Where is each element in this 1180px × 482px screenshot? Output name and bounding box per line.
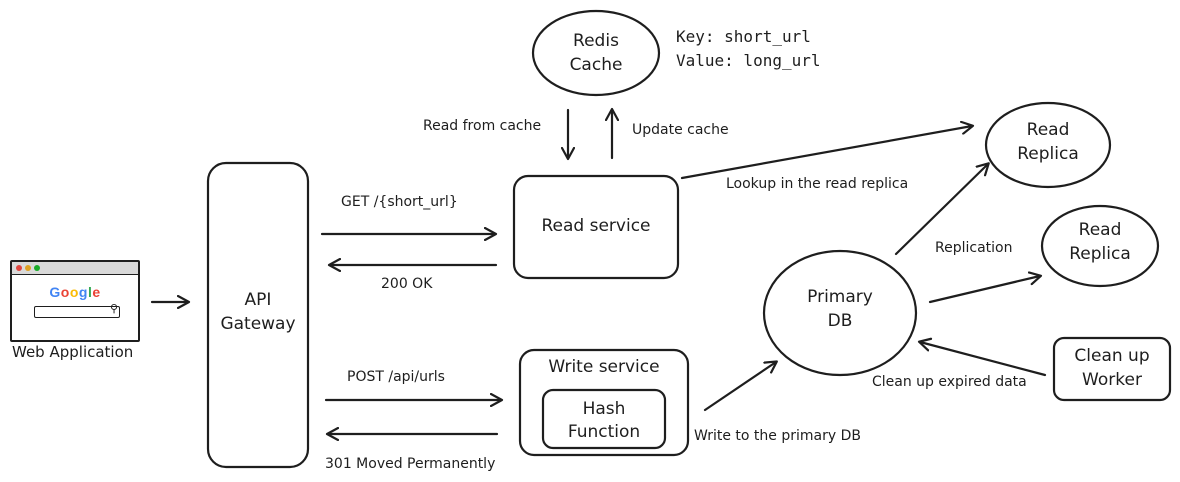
cleanup-worker-box (1052, 336, 1172, 402)
logo-letter: g (78, 284, 88, 300)
logo-letter: G (49, 284, 61, 300)
redis-value-note: Value: long_url (676, 51, 821, 70)
browser-title-bar (12, 262, 138, 275)
lookup-replica-arrow (680, 126, 972, 180)
primary-db-label-line1: Primary (807, 287, 873, 307)
api-gateway-label-line1: API (244, 290, 272, 310)
read-replica-1-label-line2: Replica (1017, 144, 1079, 164)
logo-letter: l (87, 284, 93, 300)
redis-cache-circle (531, 9, 661, 97)
cleanup-worker-label-line1: Clean up (1074, 346, 1150, 366)
read-replica-2-circle (1040, 204, 1160, 288)
get-request-label: GET /{short_url} (341, 194, 458, 210)
read-replica-1-circle (984, 101, 1112, 189)
close-dot-icon (16, 265, 22, 271)
lookup-replica-label: Lookup in the read replica (726, 176, 909, 192)
replication-arrow-1 (894, 164, 988, 256)
api-gateway-box (206, 161, 310, 469)
ok-response-label: 200 OK (381, 276, 433, 292)
primary-db-circle (762, 249, 918, 377)
redis-label-line2: Cache (569, 55, 623, 75)
logo-letter: e (92, 284, 101, 300)
minimize-dot-icon (25, 265, 31, 271)
api-gateway-label-line2: Gateway (220, 314, 296, 334)
post-request-label: POST /api/urls (347, 369, 445, 385)
update-cache-label: Update cache (632, 122, 729, 138)
read-from-cache-label: Read from cache (423, 118, 542, 134)
hash-function-label-line2: Function (567, 422, 641, 442)
primary-db-label-line2: DB (827, 311, 853, 331)
hash-function-label-line1: Hash (582, 399, 626, 419)
read-service-label: Read service (541, 216, 651, 236)
logo-letter: o (69, 284, 79, 300)
maximize-dot-icon (34, 265, 40, 271)
google-logo: Google (12, 284, 138, 300)
clean-up-label: Clean up expired data (872, 374, 1027, 390)
read-replica-2-label-line2: Replica (1069, 244, 1131, 264)
replication-arrow-2 (928, 276, 1040, 304)
clean-up-arrow (920, 342, 1047, 377)
write-primary-label: Write to the primary DB (694, 428, 861, 444)
search-icon: ⚲ (109, 302, 118, 315)
redis-label-line1: Redis (573, 31, 619, 51)
replication-label: Replication (935, 240, 1013, 256)
write-service-box (518, 348, 690, 457)
browser-window-icon: Google ⚲ (10, 260, 140, 342)
search-box: ⚲ (34, 302, 120, 318)
write-primary-arrow (703, 362, 776, 412)
cleanup-worker-label-line2: Worker (1082, 370, 1142, 390)
read-replica-1-label-line1: Read (1026, 120, 1070, 140)
write-service-label: Write service (548, 357, 660, 377)
redis-key-note: Key: short_url (676, 27, 811, 46)
read-replica-2-label-line1: Read (1078, 220, 1122, 240)
logo-letter: o (60, 284, 70, 300)
hash-function-box (541, 388, 667, 450)
web-application-label: Web Application (12, 343, 134, 361)
moved-response-label: 301 Moved Permanently (325, 456, 496, 472)
read-service-box (512, 174, 680, 280)
